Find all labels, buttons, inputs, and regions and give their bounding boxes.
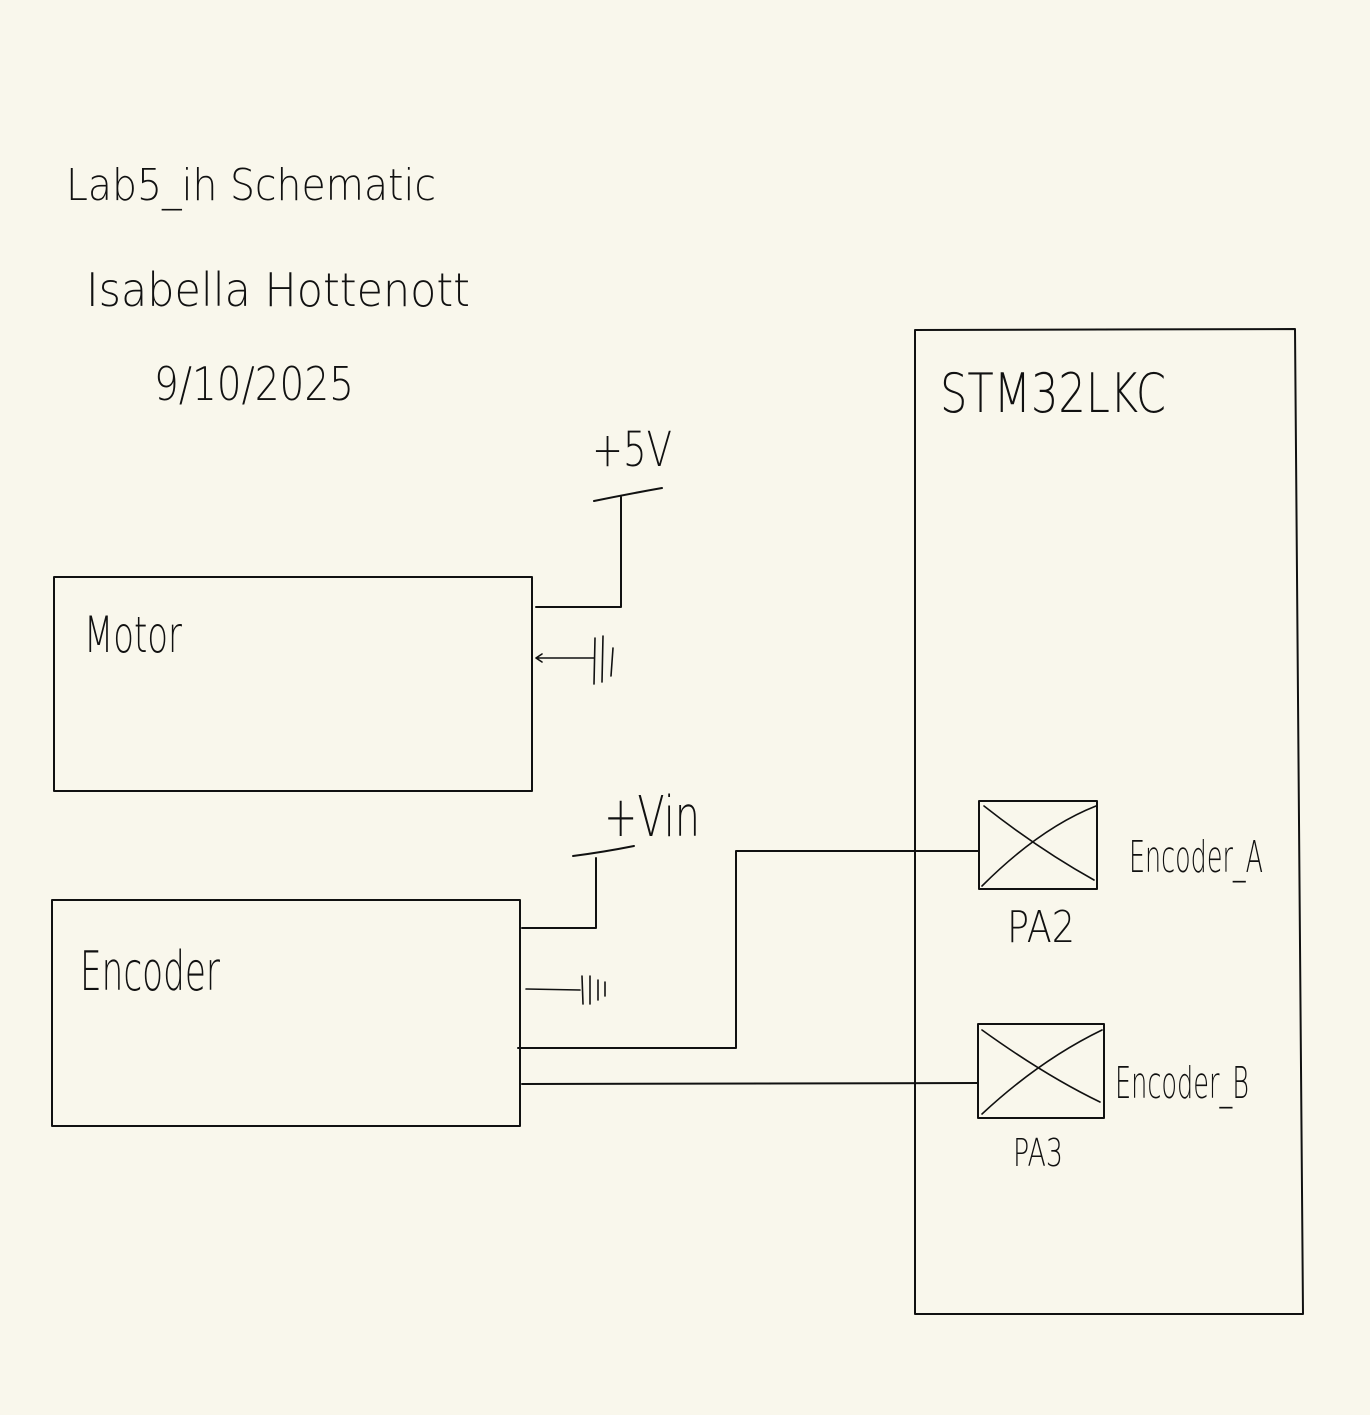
mcu-label: STM32LKC [940, 362, 1166, 425]
mcu-block [914, 328, 1304, 1315]
motor-supply-bar [593, 487, 663, 502]
pin-pa3-box [977, 1023, 1105, 1119]
schematic-title: Lab5_ih Schematic [66, 160, 436, 211]
encoder-supply-label: +Vin [604, 785, 700, 850]
encoder-a-wire [517, 850, 980, 1049]
encoder-supply-bar [572, 845, 635, 857]
encoder-label: Encoder [80, 940, 221, 1003]
encoder-ground-symbol [525, 975, 606, 1005]
pin-pa3-signal: Encoder_B [1115, 1058, 1249, 1109]
encoder-block [51, 899, 521, 1127]
motor-supply-wire [535, 496, 622, 608]
motor-supply-label: +5V [592, 422, 672, 478]
encoder-b-wire [521, 1082, 979, 1085]
author-name: Isabella Hottenott [86, 263, 470, 317]
schematic-date: 9/10/2025 [154, 357, 354, 411]
pin-pa2-cross [981, 805, 1097, 887]
motor-ground-symbol [535, 635, 614, 685]
motor-block [53, 576, 533, 792]
motor-label: Motor [84, 606, 182, 664]
encoder-supply-wire [521, 857, 597, 929]
pin-pa2-box [978, 800, 1098, 890]
pin-pa3-cross [981, 1029, 1103, 1115]
pin-pa2-label: PA2 [1007, 902, 1075, 953]
pin-pa2-signal: Encoder_A [1129, 832, 1263, 883]
pin-pa3-label: PA3 [1013, 1131, 1063, 1175]
